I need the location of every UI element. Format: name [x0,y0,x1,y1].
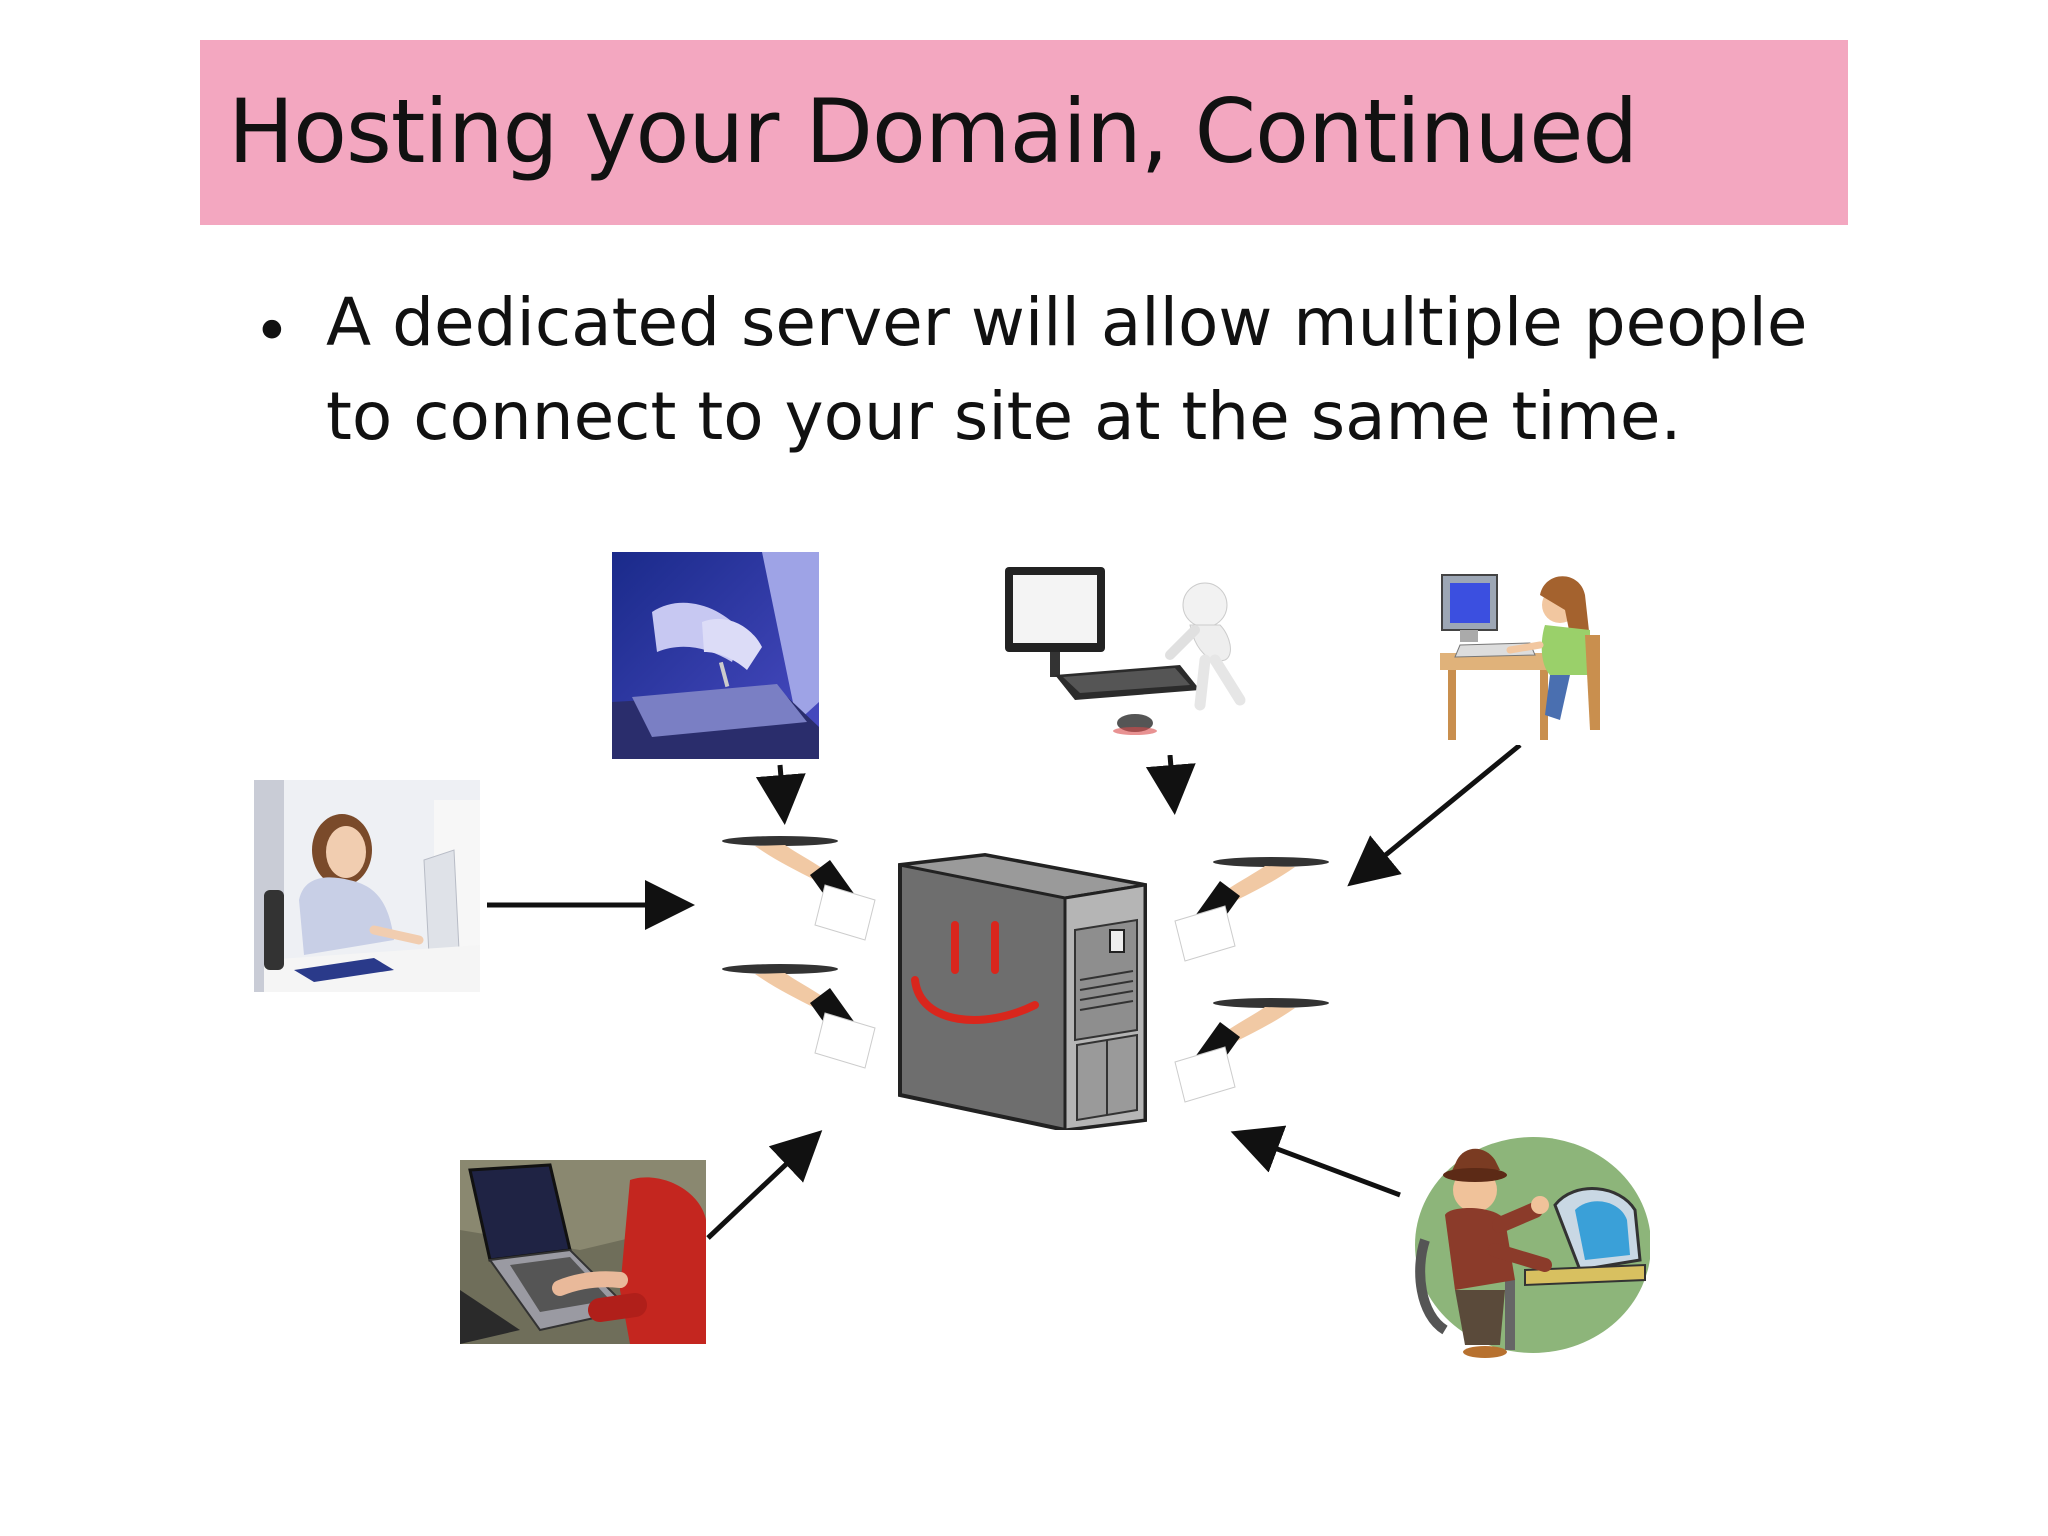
arrow-from-3d-figure [1145,754,1196,815]
server-with-serving-trays-icon [715,830,1335,1130]
arrow-from-laptop-typing [755,764,806,825]
slide-title: Hosting your Domain, Continued [228,80,1638,183]
right-top-serving-arm [1174,857,1329,962]
bullet-text: A dedicated server will allow multiple p… [326,284,1808,455]
title-bar: Hosting your Domain, Continued [200,40,1848,225]
right-bottom-serving-arm [1174,998,1329,1103]
server-tower [898,852,1147,1130]
3d-figure-at-computer-image [995,555,1270,755]
angry-man-at-computer-clipart [1405,1130,1650,1370]
server-smiley-face [911,921,1039,1024]
arrow-from-lap-laptop [706,1130,823,1240]
girl-at-desktop-computer-clipart [1440,565,1610,745]
left-top-serving-arm [722,836,876,941]
person-with-laptop-on-lap-photo [460,1160,706,1344]
left-bottom-serving-arm [722,964,876,1069]
arrow-from-girl-desktop [1347,743,1522,887]
bullet-marker: • [253,295,291,369]
woman-at-desk-computer-photo [254,780,480,992]
arrow-from-angry-man [1230,1125,1401,1198]
person-typing-on-laptop-photo [612,552,819,759]
